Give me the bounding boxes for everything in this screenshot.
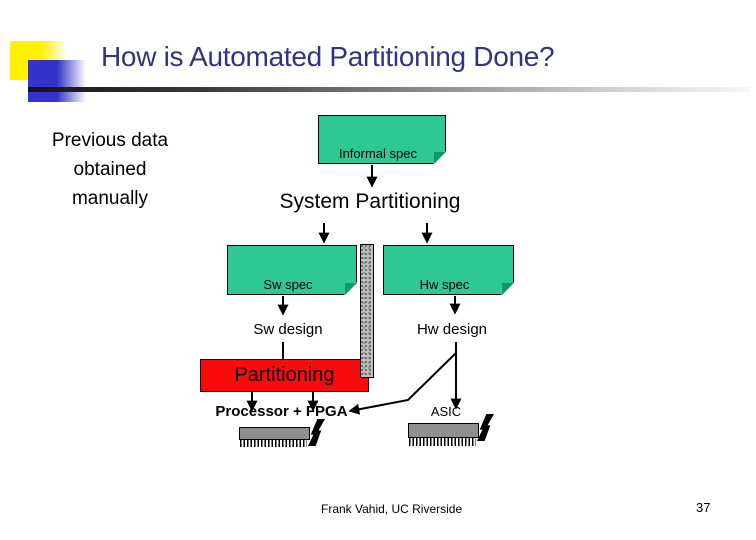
sw-spec-label: Sw spec xyxy=(263,277,313,292)
informal-spec-box: Informal spec xyxy=(318,115,446,164)
slide-title: How is Automated Partitioning Done? xyxy=(101,41,555,72)
processor-fpga-label: Processor + FPGA xyxy=(215,403,348,420)
page-number: 37 xyxy=(696,500,711,515)
asic-chip-pins xyxy=(409,437,476,446)
footer-author: Frank Vahid, UC Riverside xyxy=(321,502,463,516)
system-partitioning-label: System Partitioning xyxy=(279,190,461,213)
decoration-blue-square xyxy=(28,60,86,102)
hw-design-label: Hw design xyxy=(416,321,488,338)
hw-spec-label: Hw spec xyxy=(419,277,470,292)
note-previous-data: Previous data obtained manually xyxy=(51,130,169,209)
partitioning-box: Partitioning xyxy=(200,359,369,392)
partitioning-label: Partitioning xyxy=(234,364,335,386)
sw-spec-box: Sw spec xyxy=(227,245,357,295)
hw-sw-divider-bar xyxy=(360,244,374,378)
title-divider-line xyxy=(28,87,750,92)
informal-spec-label: Informal spec xyxy=(338,146,418,161)
hw-spec-box: Hw spec xyxy=(383,245,514,295)
sw-design-label: Sw design xyxy=(253,321,323,338)
arrow-hwdesign-to-processor xyxy=(348,352,457,415)
processor-fpga-chip-pins xyxy=(240,439,307,447)
